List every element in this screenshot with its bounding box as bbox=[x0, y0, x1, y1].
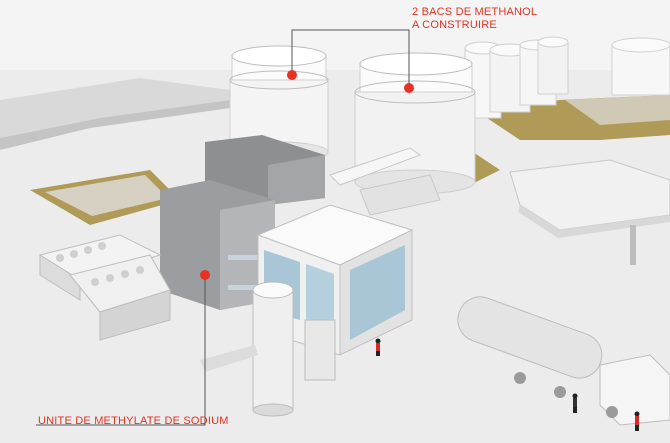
callout-line: A CONSTRUIRE bbox=[412, 19, 497, 31]
callout-marker bbox=[287, 70, 297, 80]
small-tank bbox=[304, 319, 336, 381]
retention-bund-left-inner bbox=[45, 175, 168, 216]
truck-cab bbox=[599, 354, 670, 426]
callout-marker bbox=[200, 270, 210, 280]
perimeter-wall-face bbox=[0, 100, 230, 150]
person-figure bbox=[634, 411, 640, 431]
vertical-silo bbox=[252, 281, 294, 417]
existing-tanks bbox=[464, 36, 670, 119]
window-strip bbox=[228, 285, 268, 290]
callout-leader-unit bbox=[36, 275, 206, 426]
callout-line: 2 BACS DE METHANOL bbox=[412, 6, 538, 18]
retention-bund-right-inner bbox=[565, 95, 670, 125]
glass-panel-side bbox=[350, 245, 405, 340]
tanker-truck bbox=[457, 296, 670, 426]
callout-marker bbox=[404, 83, 414, 93]
low-wall bbox=[200, 345, 258, 372]
callout-label-unit: UNITE DE METHYLATE DE SODIUM bbox=[38, 415, 229, 427]
sky-band bbox=[0, 0, 670, 70]
upper-block-side bbox=[268, 155, 325, 205]
person-figure bbox=[572, 393, 578, 413]
callout-leader-tanks bbox=[291, 29, 410, 88]
loading-canopy-edge bbox=[518, 205, 670, 238]
glass-panel bbox=[306, 264, 334, 330]
glazed-building bbox=[256, 204, 414, 356]
sodium-methylate-unit bbox=[160, 135, 325, 310]
pipe-rack bbox=[359, 174, 441, 216]
pipe-bridge bbox=[329, 147, 422, 186]
cooling-units bbox=[38, 234, 171, 341]
person-figure bbox=[375, 338, 381, 356]
perimeter-wall bbox=[0, 78, 230, 138]
canopy-pillar bbox=[630, 225, 636, 265]
window-strip bbox=[228, 255, 268, 260]
